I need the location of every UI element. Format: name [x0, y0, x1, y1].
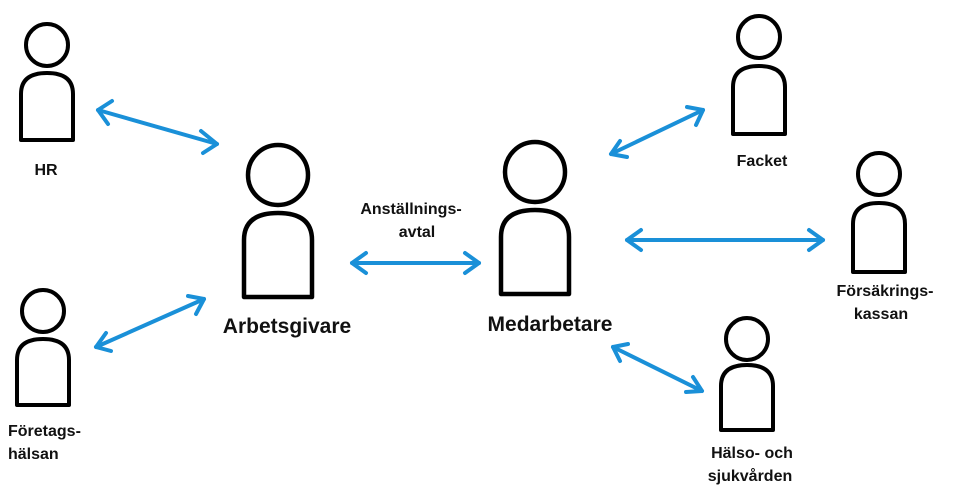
- label-halso-sjukvarden-line1: Hälso- och: [711, 445, 793, 462]
- person-icon-arbetsgivare: [241, 142, 315, 300]
- arrow-medarbetare-halso-sjukvarden: [611, 342, 704, 394]
- person-icon-facket: [731, 14, 787, 136]
- label-halso-sjukvarden-line2: sjukvården: [708, 467, 792, 485]
- label-foretagshalsan-line2: hälsan: [8, 446, 59, 463]
- label-arbetsgivare: Arbetsgivare: [223, 315, 351, 338]
- label-hr: HR: [34, 162, 58, 179]
- arrow-foretagshalsan-arbetsgivare: [94, 294, 206, 353]
- label-forsakringskassan-line1: Försäkrings-: [837, 283, 934, 300]
- label-anstallningsavtal-line2: avtal: [399, 224, 435, 241]
- arrow-arbetsgivare-medarbetare: [350, 251, 481, 275]
- person-icon-halso-sjukvarden: [719, 316, 775, 432]
- label-facket: Facket: [737, 153, 788, 170]
- arrows: [94, 99, 825, 394]
- person-icon-medarbetare: [498, 139, 572, 297]
- person-icon-forsakringskassan: [851, 151, 907, 274]
- person-icon-hr: [19, 22, 75, 142]
- arrow-medarbetare-facket: [609, 105, 705, 159]
- label-forsakringskassan-line2: kassan: [854, 306, 908, 323]
- arrow-hr-arbetsgivare: [96, 99, 219, 155]
- label-anstallningsavtal-line1: Anställnings-: [360, 201, 461, 218]
- label-medarbetare: Medarbetare: [488, 313, 613, 336]
- person-icon-foretagshalsan: [15, 288, 71, 407]
- arrow-medarbetare-forsakringskassan: [625, 228, 825, 252]
- label-foretagshalsan-line1: Företags-: [8, 423, 81, 440]
